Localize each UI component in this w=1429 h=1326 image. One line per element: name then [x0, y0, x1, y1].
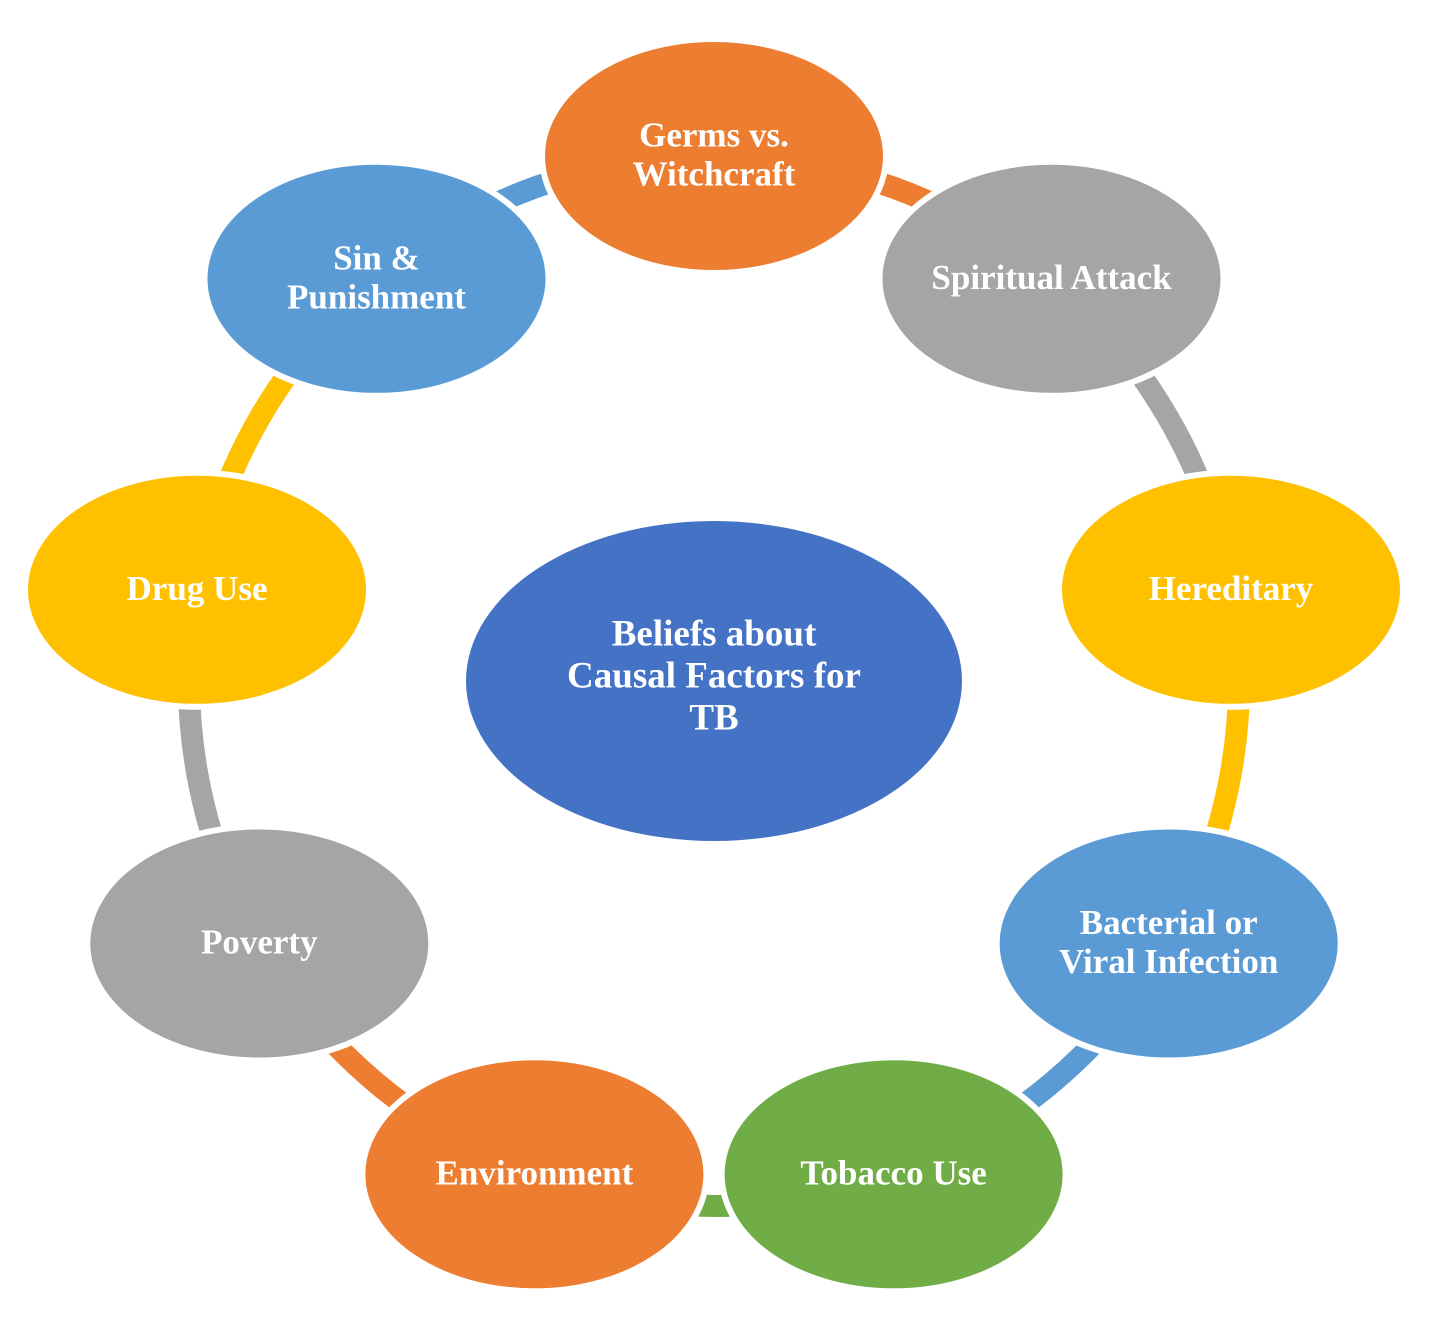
node-spiritual-attack: Spiritual Attack	[876, 158, 1227, 399]
center-label-line-2: Causal Factors for	[567, 655, 861, 696]
node-label-sin-and-punishment-line-1: Sin &	[333, 238, 420, 277]
node-ellipse-poverty	[84, 823, 435, 1064]
node-label-hereditary-line-1: Hereditary	[1149, 569, 1314, 608]
node-environment: Environment	[359, 1054, 710, 1295]
center-label-line-1: Beliefs about	[612, 613, 817, 654]
node-ellipse-hereditary	[1056, 469, 1406, 710]
node-label-bacterial-or-viral-infection-line-1: Bacterial or	[1080, 903, 1258, 942]
node-label-germs-vs-witchcraft-line-2: Witchcraft	[633, 155, 796, 194]
node-hereditary: Hereditary	[1056, 469, 1406, 710]
node-ellipse-sin-and-punishment	[201, 158, 552, 399]
center-label-line-3: TB	[689, 697, 738, 738]
node-label-tobacco-use-line-1: Tobacco Use	[800, 1153, 986, 1192]
node-ellipse-drug-use	[22, 469, 372, 710]
node-sin-and-punishment: Sin &Punishment	[201, 158, 552, 399]
node-label-germs-vs-witchcraft-line-1: Germs vs.	[639, 116, 789, 155]
node-label-spiritual-attack-line-1: Spiritual Attack	[931, 258, 1172, 297]
node-label-environment-line-1: Environment	[436, 1153, 634, 1192]
node-germs-vs-witchcraft: Germs vs.Witchcraft	[539, 36, 889, 276]
node-poverty: Poverty	[84, 823, 435, 1064]
node-tobacco-use: Tobacco Use	[718, 1054, 1069, 1295]
node-label-sin-and-punishment-line-2: Punishment	[287, 277, 466, 316]
node-ellipse-tobacco-use	[718, 1054, 1069, 1295]
node-label-drug-use-line-1: Drug Use	[127, 569, 268, 608]
node-label-poverty-line-1: Poverty	[201, 923, 318, 962]
node-ellipse-germs-vs-witchcraft	[539, 36, 889, 276]
node-ellipse-bacterial-or-viral-infection	[993, 823, 1344, 1064]
node-label-bacterial-or-viral-infection-line-2: Viral Infection	[1059, 942, 1278, 981]
node-drug-use: Drug Use	[22, 469, 372, 710]
node-ellipse-spiritual-attack	[876, 158, 1227, 399]
center-ellipse	[466, 521, 962, 841]
node-ellipse-environment	[359, 1054, 710, 1295]
